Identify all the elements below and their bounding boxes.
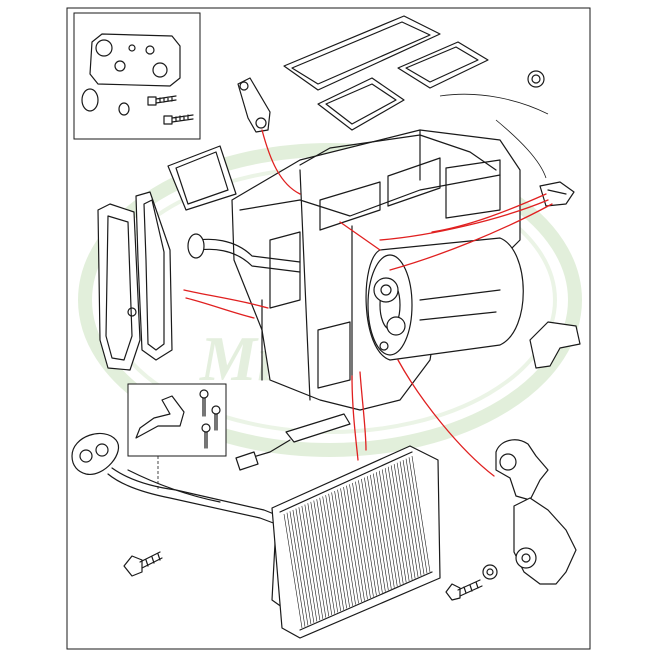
expansion-valve-inset [73, 12, 201, 140]
air-duct-left-small [167, 145, 237, 211]
core-fin [361, 478, 380, 595]
core-fin [411, 455, 431, 573]
core-fin [337, 489, 356, 605]
core-fin [375, 472, 395, 588]
core-fin [316, 499, 336, 614]
core-fin [319, 497, 339, 613]
washer-icon [482, 564, 498, 580]
screw-icon [163, 114, 194, 125]
core-fin [307, 503, 327, 618]
core-fin [298, 507, 318, 622]
core-fin [310, 501, 330, 617]
core-fin [384, 468, 404, 584]
core-fin [304, 504, 324, 619]
core-fin [331, 492, 350, 608]
gear-sector [495, 439, 549, 501]
core-fin [343, 486, 362, 602]
core-fin [402, 460, 422, 576]
actuator-segment [513, 497, 577, 585]
heater-pipes-upper [187, 233, 301, 273]
screw-icon [211, 405, 221, 431]
mounting-bracket-right [529, 321, 581, 369]
core-fin [313, 500, 333, 616]
blower-motor-housing [365, 237, 524, 361]
screw-icon [147, 95, 177, 106]
core-fin [292, 509, 312, 625]
actuator-lever [237, 77, 271, 133]
core-fin [405, 458, 425, 575]
core-fin [399, 461, 419, 578]
heater-core [271, 445, 441, 639]
pipe-flange-seal [71, 432, 119, 475]
core-fin [358, 480, 377, 596]
core-fin [393, 464, 413, 580]
core-fin [390, 465, 410, 582]
core-fin [328, 493, 347, 609]
core-fin [325, 495, 344, 610]
diagram-frame [66, 7, 591, 650]
core-fin [349, 484, 368, 600]
core-fin [367, 476, 386, 592]
core-fin [373, 473, 392, 589]
air-duct-top-right [397, 41, 489, 89]
guide-line [439, 93, 549, 115]
core-fin [355, 481, 374, 597]
bracket-screws-inset [127, 383, 227, 457]
seal-gasket-outer [97, 203, 141, 371]
core-fin [364, 477, 383, 593]
wiring-connector [235, 413, 351, 471]
grommet-icon [527, 70, 545, 88]
seal-gasket-inner [135, 191, 173, 361]
screw-icon [201, 423, 211, 449]
screw-icon [199, 389, 209, 417]
core-fin [381, 469, 401, 586]
core-fin [295, 508, 315, 623]
bolt-icon [123, 551, 163, 577]
screw-icon [445, 579, 483, 601]
air-duct-top-long [283, 15, 441, 91]
core-fin [322, 496, 341, 612]
core-fin [370, 474, 389, 591]
core-fin [283, 513, 303, 629]
core-fin [289, 511, 309, 626]
core-fin [387, 466, 407, 583]
guide-line [495, 119, 547, 179]
linkage-gear [373, 277, 406, 336]
core-fin [378, 470, 398, 587]
core-fin [301, 505, 321, 621]
leader-lines [183, 129, 553, 477]
core-fin [352, 482, 371, 599]
core-fin [334, 491, 353, 606]
core-fin [340, 488, 359, 604]
air-duct-mid [317, 77, 405, 131]
core-fin [286, 512, 306, 627]
core-fin [408, 457, 428, 574]
core-fin [346, 485, 365, 601]
core-fin [396, 462, 416, 579]
